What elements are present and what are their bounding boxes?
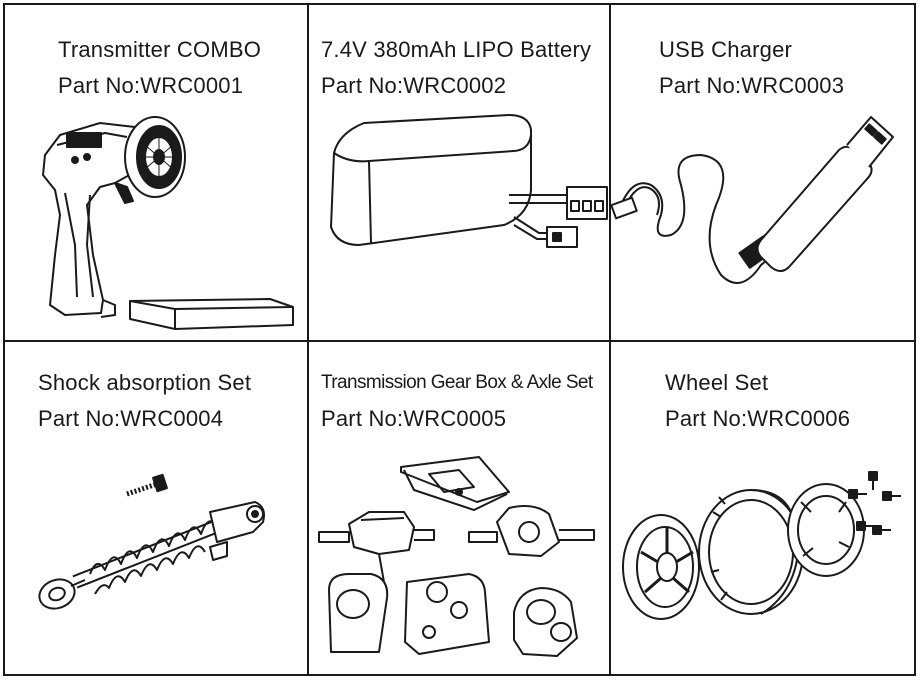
gearbox-axle-icon <box>309 342 611 674</box>
part-cell-gearbox: Transmission Gear Box & Axle Set Part No… <box>309 342 611 674</box>
part-name: Transmission Gear Box & Axle Set <box>321 372 593 393</box>
part-number: Part No:WRC0001 <box>58 73 244 98</box>
part-cell-usb-charger: USB Charger Part No:WRC0003 <box>611 5 914 342</box>
part-cell-battery: 7.4V 380mAh LIPO Battery Part No:WRC0002 <box>309 5 611 342</box>
part-name: Transmitter COMBO <box>58 37 262 62</box>
parts-grid: Transmitter COMBO Part No:WRC0001 <box>3 3 916 676</box>
part-name: USB Charger <box>659 37 793 62</box>
part-cell-transmitter: Transmitter COMBO Part No:WRC0001 <box>5 5 309 342</box>
part-number: Part No:WRC0004 <box>38 406 224 431</box>
part-number: Part No:WRC0005 <box>321 406 507 431</box>
part-number: Part No:WRC0002 <box>321 73 507 98</box>
part-name: 7.4V 380mAh LIPO Battery <box>321 37 592 62</box>
transmitter-icon <box>5 5 309 342</box>
part-number: Part No:WRC0003 <box>659 73 845 98</box>
part-name: Wheel Set <box>665 370 769 395</box>
usb-charger-icon <box>611 5 914 342</box>
part-cell-shock: Shock absorption Set Part No:WRC0004 <box>5 342 309 674</box>
part-name: Shock absorption Set <box>38 370 252 395</box>
shock-absorber-icon <box>5 342 309 674</box>
part-number: Part No:WRC0006 <box>665 406 851 431</box>
part-cell-wheel-set: Wheel Set Part No:WRC0006 <box>611 342 914 674</box>
wheel-set-icon <box>611 342 914 674</box>
battery-icon <box>309 5 611 342</box>
